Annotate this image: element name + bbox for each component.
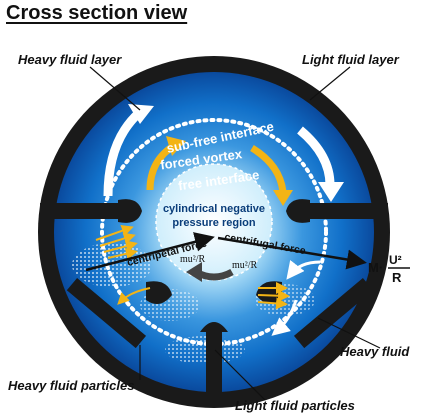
cylindrical-region-label-1: cylindrical negative [163, 203, 265, 215]
small-yellow-arrows [95, 225, 290, 310]
baffle-bottom [206, 330, 222, 405]
tip-lower-right [256, 281, 282, 304]
small-white-arrows [271, 260, 321, 336]
baffle-lower-left [66, 277, 147, 349]
baffles [40, 199, 388, 405]
leader-lines [89, 66, 381, 401]
centripetal-arrow [85, 232, 215, 272]
label-heavy-fluid: Heavy fluid [340, 344, 410, 359]
tip-bottom [200, 322, 228, 332]
outer-formula-numerator: U² [389, 253, 402, 267]
formula-left: mu²/R [180, 254, 206, 265]
white-arrow-right [297, 126, 335, 186]
tip-right [286, 199, 310, 223]
baffle-left [40, 203, 130, 219]
label-light-fluid-particles: Light fluid particles [235, 398, 355, 413]
outer-formula-prefix: M· [368, 260, 383, 275]
white-arrow-right-head [318, 182, 344, 202]
centrifugal-arrow [217, 236, 367, 270]
outer-formula-denominator: R [392, 270, 402, 285]
outer-flow-arrows [103, 104, 344, 202]
tip-left [118, 199, 142, 223]
label-light-fluid-layer: Light fluid layer [302, 52, 399, 67]
label-heavy-fluid-particles: Heavy fluid particles [8, 378, 135, 393]
forced-vortex-arrows [146, 136, 293, 206]
cylindrical-region-label-2: pressure region [172, 217, 255, 229]
baffle-lower-right [293, 277, 374, 349]
baffle-right [298, 203, 388, 219]
page-title: Cross section view [6, 2, 188, 24]
particle-cloud-bottom [165, 336, 245, 364]
tip-lower-left [146, 281, 172, 304]
formula-right: mu²/R [232, 260, 258, 271]
white-arrow-left [103, 108, 144, 197]
white-arrow-left-head [128, 104, 154, 124]
core-rotation-arrow-head [186, 262, 202, 282]
label-heavy-fluid-layer: Heavy fluid layer [18, 52, 122, 67]
